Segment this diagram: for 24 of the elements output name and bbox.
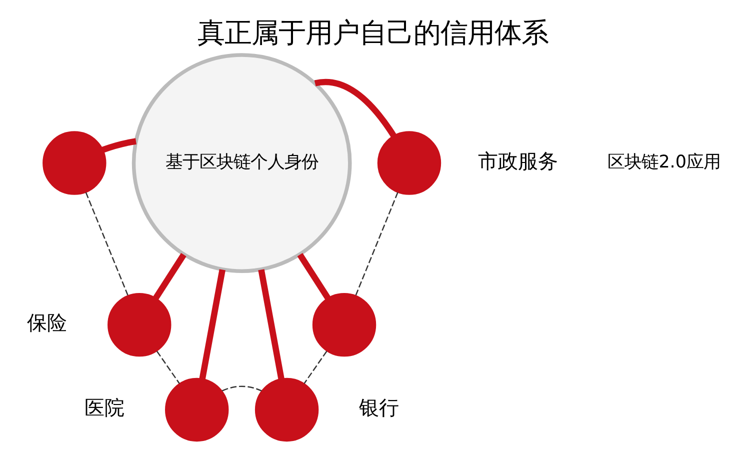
connector <box>199 268 226 379</box>
node-circle: 基于区块链个人身份 <box>132 52 352 272</box>
node-circle <box>42 130 106 194</box>
connector <box>153 252 186 300</box>
connector <box>355 192 398 295</box>
node-circle <box>254 377 319 442</box>
connector <box>85 192 128 295</box>
node-label: 医院 <box>84 395 124 420</box>
node-label: 银行 <box>359 395 400 420</box>
node-label: 市政服务 <box>478 148 558 172</box>
node-circle <box>312 292 376 356</box>
connector <box>314 78 396 138</box>
node-circle <box>108 292 172 356</box>
node-circle <box>165 377 229 442</box>
connector <box>156 350 180 384</box>
connector <box>297 252 330 300</box>
connector <box>258 268 284 379</box>
label: 区块链2.0应用 <box>608 152 720 172</box>
connector <box>222 385 262 391</box>
node-label: 保险 <box>26 310 67 334</box>
connector <box>304 350 328 384</box>
diagram-title: 真正属于用户自己的信用体系 <box>198 16 548 48</box>
connector <box>102 138 136 152</box>
node-circle <box>377 130 442 194</box>
